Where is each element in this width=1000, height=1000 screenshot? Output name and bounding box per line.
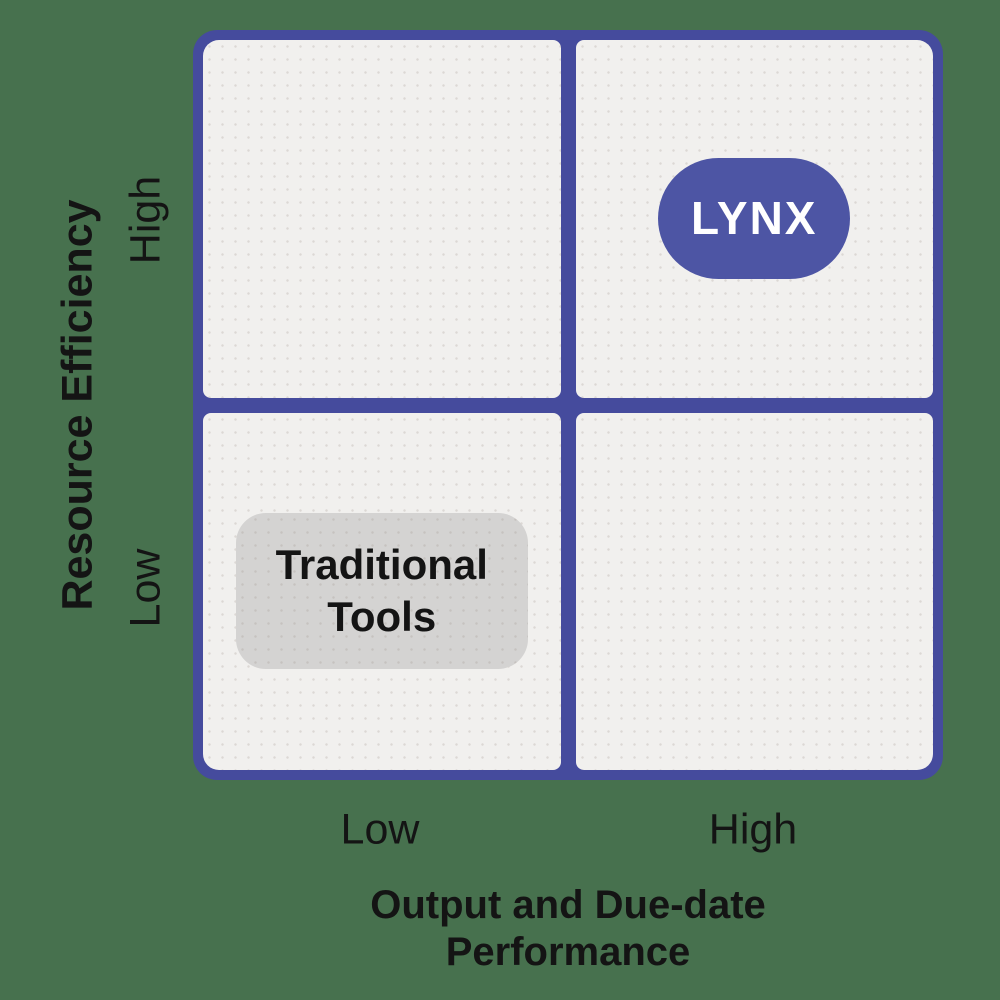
lynx-marker: LYNX [658, 158, 851, 280]
x-axis-title: Output and Due-date Performance [370, 882, 766, 974]
quadrant-bottom-left: Traditional Tools [203, 412, 561, 770]
quadrant-bottom-right [575, 412, 933, 770]
traditional-tools-marker: Traditional Tools [235, 513, 528, 670]
y-axis-title: Resource Efficiency [53, 199, 102, 611]
quadrant-grid: LYNX Traditional Tools [193, 30, 943, 780]
x-axis-tick-low: Low [340, 805, 420, 854]
x-axis-tick-high: High [708, 805, 798, 854]
y-axis-tick-high: High [121, 175, 170, 265]
y-axis-tick-low: Low [121, 548, 170, 628]
quadrant-top-left [203, 40, 561, 398]
quadrant-top-right: LYNX [575, 40, 933, 398]
